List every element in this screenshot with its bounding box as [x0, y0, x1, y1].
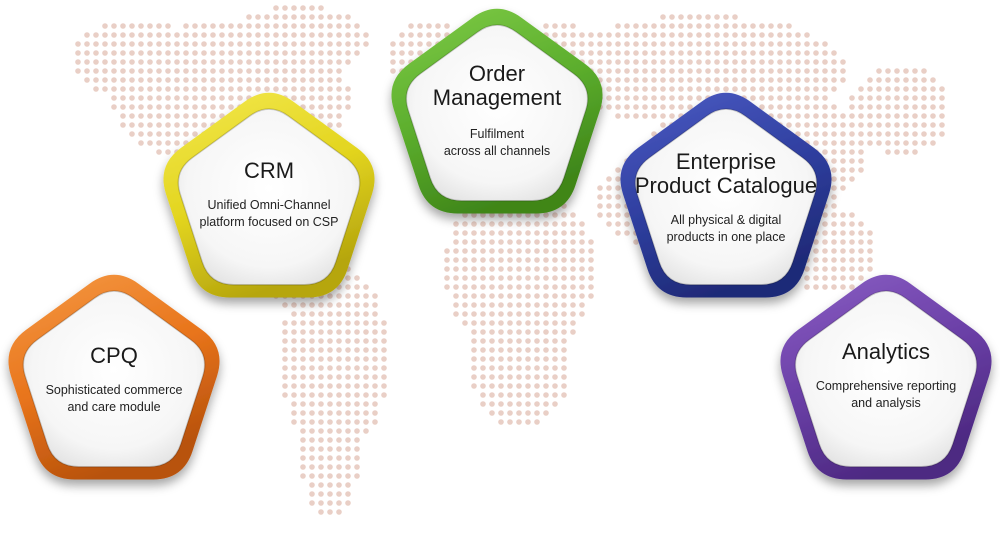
cpq-description-line-1: Sophisticated commerce: [45, 383, 183, 397]
order-management-title-line-1: Order: [468, 61, 526, 86]
crm-description-line-1: Unified Omni-Channel: [207, 198, 331, 212]
analytics-description: Comprehensive reporting and analysis: [816, 378, 956, 412]
cpq-title: CPQ: [90, 343, 138, 368]
product-catalogue-description-line-1: All physical & digital: [670, 213, 782, 227]
cpq-frame-inner: [22, 290, 206, 468]
product-catalogue-description-line-2: products in one place: [666, 230, 786, 244]
product-catalogue-title-line-1: Enterprise: [675, 149, 777, 174]
order-management-title: Order Management: [433, 62, 561, 110]
order-management-description: Fulfilment across all channels: [444, 126, 550, 160]
product-catalogue-title: Enterprise Product Catalogue: [635, 150, 817, 198]
crm-description-line-2: platform focused on CSP: [199, 215, 339, 229]
crm-pentagon-frame: [163, 92, 375, 298]
crm-frame-inner: [177, 108, 361, 286]
product-catalogue-pentagon-frame: [620, 92, 832, 298]
order-management-description-line-1: Fulfilment: [469, 127, 525, 141]
analytics-description-line-1: Comprehensive reporting: [815, 379, 957, 393]
epc-frame-inner: [634, 108, 818, 286]
order-management-module: Order Management Fulfilment across all c…: [383, 0, 611, 224]
order-management-title-line-2: Management: [432, 85, 562, 110]
analytics-module: Analytics Comprehensive reporting and an…: [772, 266, 1000, 490]
order-management-pentagon-frame: [391, 8, 603, 214]
order-management-description-line-2: across all channels: [443, 144, 551, 158]
product-catalogue-description: All physical & digital products in one p…: [667, 212, 786, 246]
cpq-pentagon-frame: [8, 274, 220, 480]
analytics-pentagon-frame: [780, 274, 992, 480]
crm-module: CRM Unified Omni-Channel platform focuse…: [155, 84, 383, 308]
analytics-description-line-2: and analysis: [851, 396, 921, 410]
order-frame-inner: [405, 24, 589, 202]
analytics-frame-inner: [794, 290, 978, 468]
crm-description: Unified Omni-Channel platform focused on…: [200, 197, 339, 231]
crm-title: CRM: [243, 158, 295, 183]
cpq-module: CPQ Sophisticated commerce and care modu…: [0, 266, 228, 490]
product-catalogue-title-line-2: Product Catalogue: [634, 173, 818, 198]
product-catalogue-module: Enterprise Product Catalogue All physica…: [612, 84, 840, 308]
cpq-description-line-2: and care module: [67, 400, 161, 414]
cpq-description: Sophisticated commerce and care module: [46, 382, 183, 416]
analytics-title: Analytics: [841, 339, 931, 364]
